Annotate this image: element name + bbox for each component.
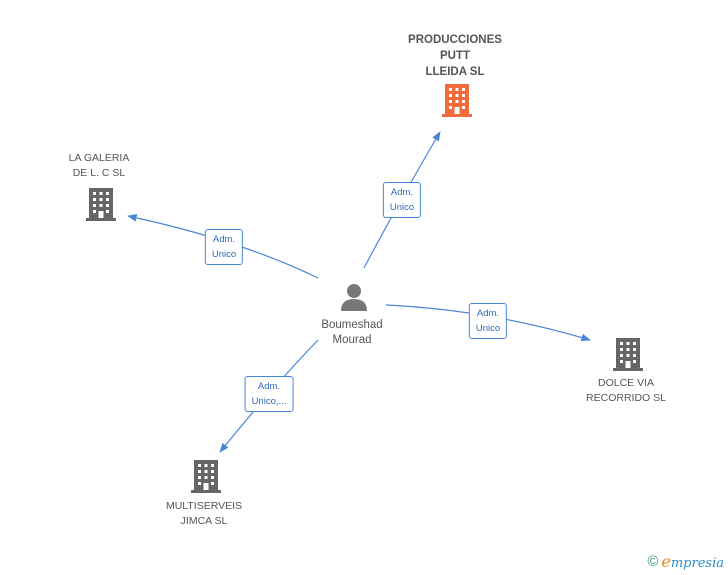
relation-badge-la-galeria[interactable]: Adm. Unico [204,229,244,265]
relation-type: Unico [389,202,415,213]
company-name-line: LA GALERIA [68,152,130,164]
company-name-line: JIMCA SL [180,515,228,527]
company-name-line: PUTT [439,50,471,62]
company-name-line: PRODUCCIONES [408,34,502,46]
relation-badge-produccions[interactable]: Adm. Unico [382,182,422,218]
brand-logo: empresia [661,552,724,571]
brand-footer[interactable]: © empresia [647,552,724,571]
company-label-produccions[interactable]: PRODUCCIONES PUTT LLEIDA SL [408,32,502,80]
building-icon-produccions[interactable] [442,84,472,117]
person-name-line: Mourad [332,334,372,346]
relation-type: Unico,... [251,396,287,407]
copyright-icon: © [647,553,659,570]
relation-role: Adm. [476,308,500,319]
relation-role: Adm. [212,234,236,245]
relation-role: Adm. [257,381,281,392]
relation-role: Adm. [390,187,414,198]
relation-type: Unico [211,249,237,260]
building-icon-multiserveis[interactable] [191,460,221,493]
company-label-multiserveis[interactable]: MULTISERVEIS JIMCA SL [166,499,242,529]
company-name-line: LLEIDA SL [425,66,485,78]
company-label-la-galeria[interactable]: LA GALERIA DE L. C SL [69,151,130,181]
relation-type: Unico [475,323,501,334]
company-name-line: DOLCE VIA [597,377,655,389]
brand-logo-initial: e [661,552,671,571]
building-icon-la-galeria[interactable] [86,188,116,221]
relation-badge-multiserveis[interactable]: Adm. Unico,... [244,376,294,412]
company-label-dolce-via[interactable]: DOLCE VIA RECORRIDO SL [586,376,666,406]
brand-logo-rest: mpresia [670,556,724,571]
person-name-line: Boumeshad [321,319,383,331]
person-label[interactable]: Boumeshad Mourad [321,318,382,348]
building-icon-dolce-via[interactable] [613,338,643,371]
company-name-line: MULTISERVEIS [165,500,243,512]
person-icon[interactable] [341,284,367,311]
company-name-line: RECORRIDO SL [586,392,666,404]
company-name-line: DE L. C SL [72,167,126,179]
relation-badge-dolce-via[interactable]: Adm. Unico [468,303,508,339]
